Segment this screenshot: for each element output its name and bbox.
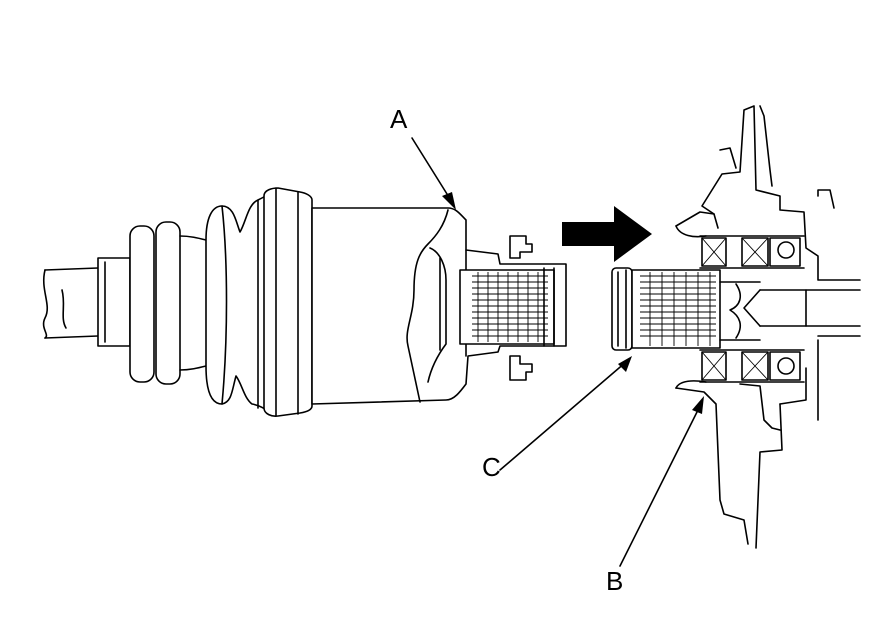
callout-a-leader — [411, 137, 453, 203]
arrow-right-icon — [562, 206, 652, 262]
hub-bearing-lower — [699, 349, 805, 383]
knuckle-hub-assembly: B — [606, 105, 861, 596]
boot-bellows — [205, 191, 271, 413]
hub-bearing-upper — [699, 235, 805, 269]
callout-c-arrowhead — [618, 356, 632, 372]
callout-c-leader — [499, 361, 627, 471]
driveshaft-assembly: A — [42, 104, 567, 417]
callout-c-label: C — [482, 452, 501, 482]
boot-clamp-band — [263, 187, 313, 417]
retaining-nut — [509, 235, 533, 381]
callout-b-label: B — [606, 566, 623, 596]
boot-ribs-small — [129, 221, 207, 385]
callout-a-label: A — [390, 104, 408, 134]
callout-b-leader — [619, 405, 701, 567]
shaft-stub — [42, 257, 131, 347]
intermediate-spline-sleeve: C — [482, 267, 721, 482]
cv-spline-shaft — [459, 267, 555, 347]
callout-a-arrowhead — [442, 192, 456, 210]
callout-b-arrowhead — [692, 396, 704, 414]
